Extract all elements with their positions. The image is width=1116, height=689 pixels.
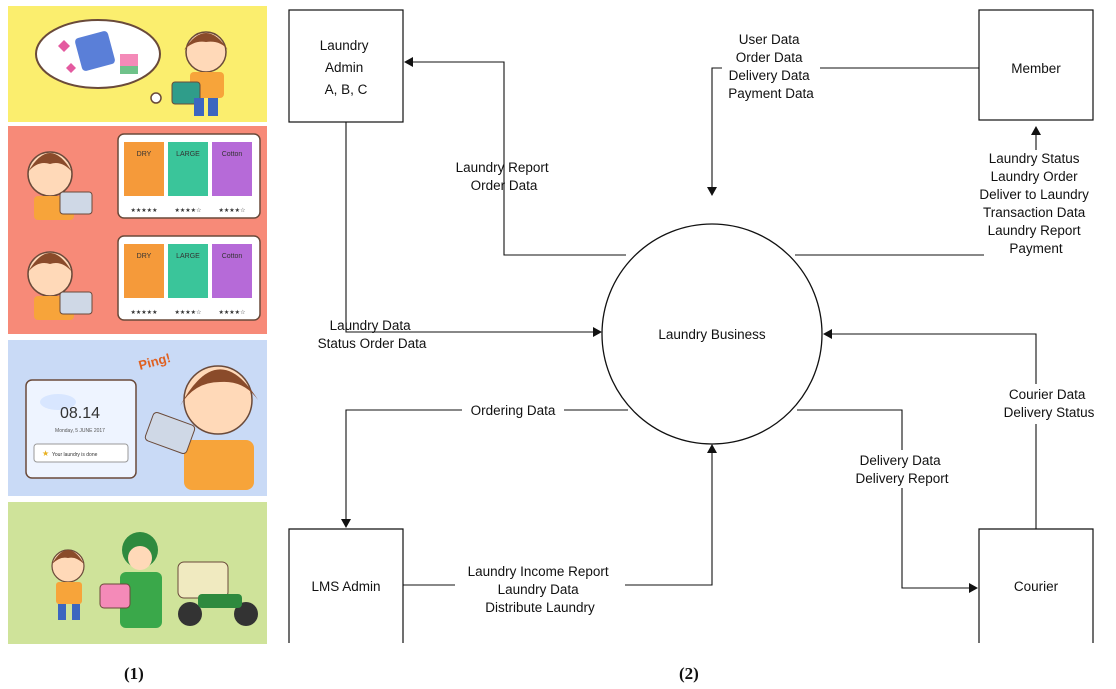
flow-label-mask <box>455 562 625 620</box>
flow-courier-to-business-label: Courier Data Delivery Status <box>1004 387 1095 420</box>
flow-label-mask <box>984 150 1088 262</box>
arrowhead-icon <box>707 187 717 196</box>
illustration-panel-notification: 08.14 Monday, 5 JUNE 2017 ★ Your laundry… <box>8 340 267 496</box>
flow-label-mask <box>848 450 958 488</box>
card-rating-icon: ★★★★★ <box>131 207 158 214</box>
flow-label-mask <box>996 384 1100 424</box>
flow-business-to-lms <box>345 409 628 520</box>
arrowhead-icon <box>969 583 978 593</box>
arrowhead-icon <box>593 327 602 337</box>
arrowhead-icon <box>707 444 717 453</box>
phone-notification-text: Your laundry is done <box>52 452 98 458</box>
arrowhead-icon <box>823 329 832 339</box>
entity-lms-admin-label: LMS Admin <box>311 579 380 594</box>
arrowhead-icon <box>404 57 413 67</box>
card-rating-icon: ★★★★☆ <box>219 207 246 214</box>
entity-courier-label: Courier <box>1014 579 1059 594</box>
entity-lms-admin <box>288 528 404 643</box>
card-label-large: LARGE <box>176 253 200 260</box>
illustration-panel-browsing: DRY LARGE Cotton ★★★★★ ★★★★☆ ★★★★☆ DRY L… <box>8 126 267 334</box>
flow-business-to-courier-label: Delivery Data Delivery Report <box>855 453 948 486</box>
card-label-cotton: Cotton <box>222 151 243 158</box>
phone-notification-illustration: 08.14 Monday, 5 JUNE 2017 ★ Your laundry… <box>25 350 258 490</box>
arrowhead-icon <box>341 519 351 528</box>
entity-laundry-admin <box>288 9 404 123</box>
flow-admin-to-business <box>345 122 594 333</box>
card-rating-icon: ★★★★☆ <box>175 309 202 316</box>
flow-label-mask <box>462 402 564 418</box>
arrowhead-icon <box>1031 126 1041 135</box>
card-label-large: LARGE <box>176 151 200 158</box>
illustration-panel-thinking <box>8 6 267 122</box>
card-label-dry: DRY <box>137 151 152 158</box>
phone-date: Monday, 5 JUNE 2017 <box>55 428 105 434</box>
illustration-panel-delivery <box>8 502 267 644</box>
flow-member-to-business <box>711 67 979 188</box>
card-rating-icon: ★★★★☆ <box>219 309 246 316</box>
card-rating-icon: ★★★★☆ <box>175 207 202 214</box>
browsing-row-bottom: DRY LARGE Cotton ★★★★★ ★★★★☆ ★★★★☆ <box>27 235 261 321</box>
flow-business-to-courier <box>797 409 970 589</box>
phone-time: 08.14 <box>60 405 100 422</box>
entity-member-label: Member <box>1011 61 1061 76</box>
process-laundry-business-label: Laundry Business <box>658 327 766 342</box>
flow-business-to-lms-label: Ordering Data <box>471 403 556 418</box>
courier-delivery-illustration <box>51 532 258 628</box>
flow-admin-to-business-label: Laundry Data Status Order Data <box>318 318 427 351</box>
flow-label-mask <box>722 30 820 105</box>
thinking-kid-illustration <box>35 19 228 116</box>
card-label-cotton: Cotton <box>222 253 243 260</box>
flow-member-to-business-label-text: User Data Order Data Delivery Data Payme… <box>728 32 814 101</box>
browsing-row-top: DRY LARGE Cotton ★★★★★ ★★★★☆ ★★★★☆ <box>27 133 261 220</box>
card-rating-icon: ★★★★★ <box>131 309 158 316</box>
figure-caption-1: (1) <box>124 664 144 683</box>
flow-courier-to-business <box>831 333 1037 529</box>
entity-member <box>978 9 1094 121</box>
flow-business-to-admin <box>412 61 626 256</box>
entity-laundry-admin-label: Laundry Admin A, B, C <box>320 38 373 97</box>
browsing-kid-illustration: DRY LARGE Cotton ★★★★★ ★★★★☆ ★★★★☆ DRY L… <box>27 133 261 321</box>
flow-business-to-admin-label: Laundry Report Order Data <box>456 160 553 193</box>
flow-lms-to-business-label: Laundry Income Report Laundry Data Distr… <box>468 564 613 615</box>
figure-caption-2: (2) <box>679 664 699 683</box>
star-icon: ★ <box>42 449 49 458</box>
flow-business-to-member-label: Laundry Status Laundry Order Deliver to … <box>979 151 1092 256</box>
card-label-dry: DRY <box>137 253 152 260</box>
